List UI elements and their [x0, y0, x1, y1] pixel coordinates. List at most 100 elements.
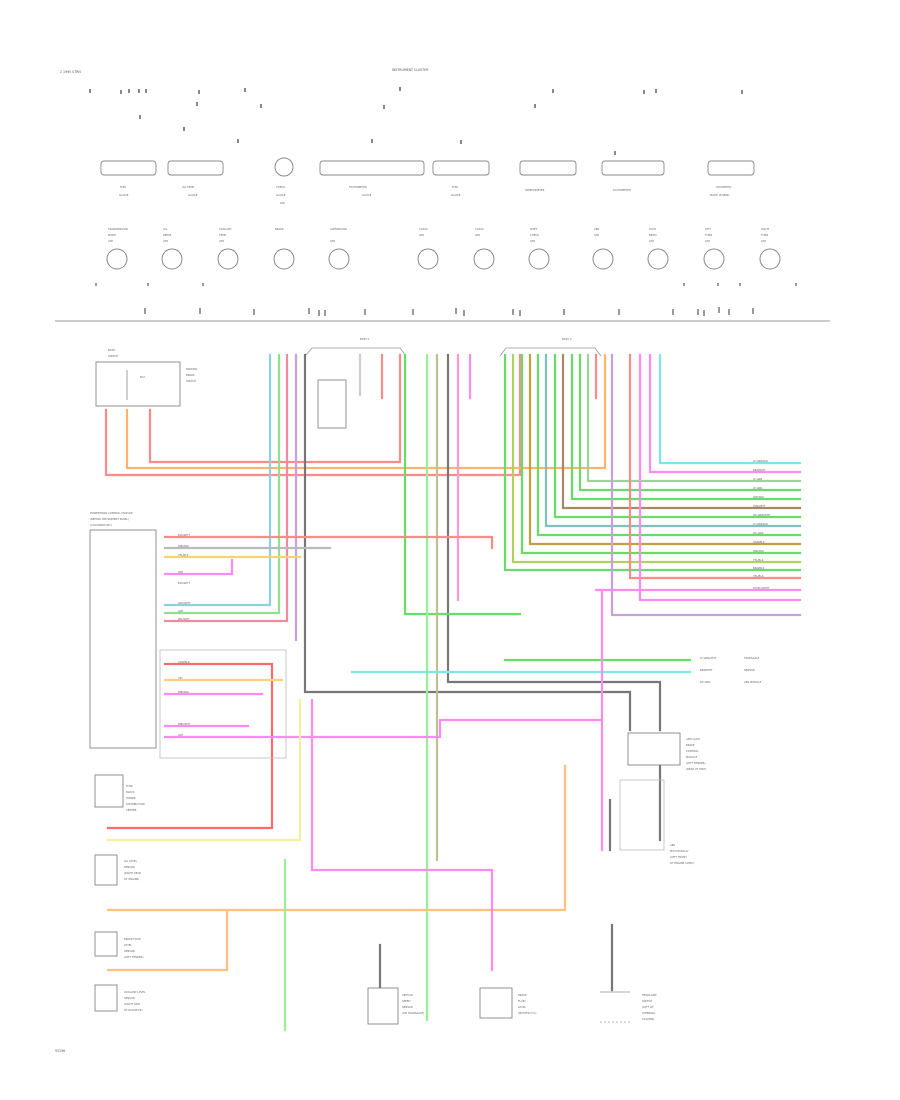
lamp-icon [759, 248, 781, 270]
indicator-lamp: ALTERNATOR LED [328, 227, 350, 270]
gauge-label: TACHOMETER [349, 185, 367, 189]
lamp-icon [473, 248, 495, 270]
gauge-label: CHECK [276, 185, 285, 189]
indicator-label: ABS [594, 227, 600, 231]
indicator-lamp: BRAKE [273, 227, 295, 270]
tachometer-gauge-2: TACHOMETER [601, 160, 665, 192]
gauge-label: MODE LEGEND [710, 193, 729, 197]
gauge-label: LED [280, 201, 285, 205]
bus-terminals [95, 283, 797, 316]
gauge-label: ODOMETER [716, 185, 731, 189]
component-label: (MASTER CYL) [518, 1011, 536, 1015]
indicator-label: LED [761, 239, 766, 243]
wire-color-label: BRN/WHT [753, 468, 766, 472]
oil-level-sensor: OIL LEVEL SENSOR (RIGHT REAR OF ENGINE) [94, 854, 141, 886]
cluster-connector [317, 379, 347, 429]
indicator-label: BRAKE [275, 227, 284, 231]
target-label: SENSOR [744, 668, 755, 672]
lamp-icon [217, 248, 239, 270]
indicator-label: LED [594, 233, 599, 237]
wire-color-label: DK GRN [753, 531, 763, 535]
indicator-label: LED [219, 239, 224, 243]
wire-color-label: BRN/BLK [753, 566, 765, 570]
component-label: CENTER [126, 808, 137, 812]
lamp-icon [647, 248, 669, 270]
indicator-label: LED [330, 239, 335, 243]
gauge-label: GAUGE [119, 193, 129, 197]
pin-label: PNK/BLK [178, 544, 189, 548]
gauge-label: SPEEDOMETER [525, 188, 545, 192]
component-label: BRAKE FLUID [124, 937, 141, 941]
indicator-label: LED [530, 239, 535, 243]
indicator-row: TRANSMISSIONMODELEDOILPRESSLEDCOOLANTTEM… [106, 227, 781, 270]
target-label: TRANSAXLE [744, 656, 760, 660]
wire-color-label: DK GRN [700, 680, 710, 684]
indicator-label: BEAM [649, 233, 656, 237]
gauge-label: FUEL [452, 185, 459, 189]
component-label: (LEFT FENDER) [686, 761, 705, 765]
component-label: COOLANT LEVEL [124, 990, 146, 994]
wire-color-label: DK GRN/WHT [753, 513, 771, 517]
indicator-label: TRANSMISSION [108, 227, 128, 231]
tachometer-gauge: TACHOMETER GAUGE [319, 160, 425, 197]
gauge-label: GAUGE [362, 193, 372, 197]
left-module-pins: BLK/WHTPNK/BLKYEL/BLKGRYBLK/WHTGRY/WHTGR… [178, 533, 191, 737]
component-label: (LEFT OF [642, 1005, 654, 1009]
brake-fluid-sensor: BRAKE FLUID LEVEL SENSOR (LEFT FENDER) [94, 931, 143, 959]
indicator-label: COOLANT [219, 227, 232, 231]
component-label: (RIGHT REAR [124, 871, 141, 875]
indicator-label: CHECK [530, 233, 539, 237]
component-label: BLOCK [126, 790, 135, 794]
component-label: SENSOR [124, 865, 135, 869]
odometer-gauge: ODOMETER MODE LEGEND [707, 160, 755, 197]
wire-color-label: PNK/BLK [753, 549, 764, 553]
wire-color-label: YEL/BLK [753, 574, 764, 578]
component-label: (RIGHT SIDE [124, 1002, 140, 1006]
component-label: FLUID [518, 999, 525, 1003]
wire-color-label: LT GRN [753, 477, 762, 481]
wire-color-label: TAN/WHT [753, 504, 765, 508]
indicator-label: OIL [163, 227, 168, 231]
indicator-label: HIGH [649, 227, 656, 231]
component-label: ANTI-LOCK [686, 737, 700, 741]
oil-temp-gauge: OIL TEMP GAUGE [167, 160, 224, 197]
component-label: BRAKE [686, 743, 695, 747]
wire-color-label: LT GRN/BLK [753, 459, 768, 463]
gauge-label: GAUGE [188, 193, 198, 197]
component-label: STEERING [642, 1011, 655, 1015]
pin-label: BLK/WHT [178, 533, 190, 537]
component-label: (REAR OF UNIT) [686, 767, 706, 771]
indicator-label: LED [419, 233, 424, 237]
component-label: COLUMN) [642, 1017, 654, 1021]
connector-bracket-2 [499, 347, 602, 357]
component-label: BRAKE [186, 373, 195, 377]
connector-label-2: BODY 2 [562, 337, 572, 341]
indicator-label: ALTERNATOR [330, 227, 347, 231]
pin-label: GRY [178, 570, 184, 574]
powertrain-control-module: POWERTRAIN CONTROL MODULE (BEHIND INSTRU… [89, 511, 287, 759]
header-title: INSTRUMENT CLUSTER [392, 68, 429, 72]
brake-level-sensor: BRAKE FLUID LEVEL (MASTER CYL) [479, 987, 536, 1019]
coolant-level-sensor: COOLANT LEVEL SENSOR (RIGHT SIDE OF RADI… [94, 984, 146, 1012]
gauge-label: TACHOMETER [613, 188, 631, 192]
wiring [104, 353, 802, 1032]
connector-label-1: BODY 1 [360, 337, 370, 341]
fuel-gauge-2: FUEL GAUGE [432, 160, 490, 197]
indicator-label: LED [108, 239, 113, 243]
component-label: SWITCH [108, 354, 118, 358]
component-label: LEVEL [518, 1005, 526, 1009]
indicator-label: CLOCK [475, 227, 484, 231]
component-label: OF ENGINE) [124, 877, 139, 881]
component-label: SPEED [402, 999, 411, 1003]
component-label: OF ENGINE COMP) [670, 861, 694, 865]
indicator-lamp: ABS LED [592, 227, 614, 270]
pin-label: GRY [178, 733, 184, 737]
check-gauge: CHECK GAUGE LED [274, 157, 294, 205]
